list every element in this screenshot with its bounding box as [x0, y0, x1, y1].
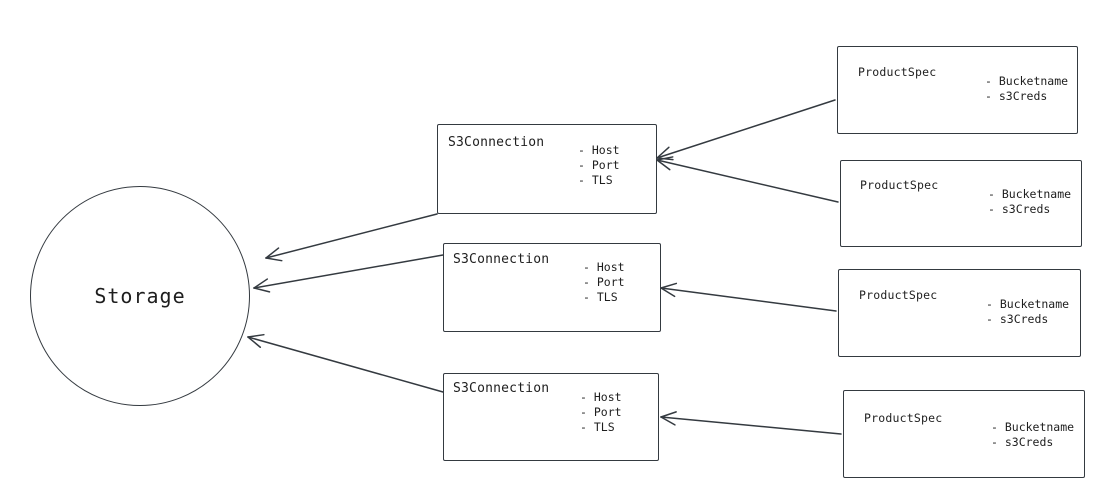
productspec-attrs-1: - Bucketname - s3Creds: [985, 74, 1068, 104]
s3connection-title-2: S3Connection: [453, 252, 550, 267]
s3connection-node-1[interactable]: [437, 124, 657, 214]
attr-host: - Host: [583, 260, 625, 274]
attr-tls: - TLS: [580, 420, 615, 434]
attr-host: - Host: [578, 143, 620, 157]
attr-port: - Port: [580, 405, 622, 419]
attr-s3creds: - s3Creds: [988, 202, 1051, 216]
arrow-spec3-to-conn2: [660, 282, 837, 312]
attr-bucketname: - Bucketname: [988, 187, 1072, 201]
attr-port: - Port: [578, 158, 620, 172]
attr-bucketname: - Bucketname: [985, 74, 1069, 88]
arrow-spec4-to-conn3: [660, 411, 842, 435]
attr-tls: - TLS: [578, 173, 613, 187]
s3connection-attrs-3: - Host - Port - TLS: [580, 390, 622, 435]
productspec-title-1: ProductSpec: [858, 65, 937, 79]
attr-bucketname: - Bucketname: [986, 297, 1070, 311]
productspec-title-4: ProductSpec: [864, 411, 943, 425]
s3connection-attrs-2: - Host - Port - TLS: [583, 260, 625, 305]
productspec-title-2: ProductSpec: [860, 178, 939, 192]
productspec-node-1[interactable]: [837, 46, 1078, 134]
productspec-node-2[interactable]: [840, 160, 1082, 247]
attr-bucketname: - Bucketname: [991, 420, 1075, 434]
productspec-node-3[interactable]: [838, 269, 1081, 357]
storage-label: Storage: [94, 284, 186, 308]
arrow-conn2-to-storage: [253, 254, 444, 293]
attr-tls: - TLS: [583, 290, 618, 304]
arrow-conn1-to-storage: [265, 213, 438, 262]
productspec-attrs-3: - Bucketname - s3Creds: [986, 297, 1069, 327]
arrow-spec2-to-conn1: [656, 156, 839, 203]
attr-host: - Host: [580, 390, 622, 404]
attr-port: - Port: [583, 275, 625, 289]
productspec-attrs-4: - Bucketname - s3Creds: [991, 420, 1074, 450]
productspec-node-4[interactable]: [843, 390, 1085, 478]
s3connection-attrs-1: - Host - Port - TLS: [578, 143, 620, 188]
s3connection-title-3: S3Connection: [453, 381, 550, 396]
s3connection-title-1: S3Connection: [448, 135, 545, 150]
productspec-title-3: ProductSpec: [859, 288, 938, 302]
attr-s3creds: - s3Creds: [991, 435, 1054, 449]
s3connection-node-3[interactable]: [443, 373, 659, 461]
attr-s3creds: - s3Creds: [986, 312, 1049, 326]
arrow-spec1-to-conn1: [656, 99, 836, 161]
storage-node[interactable]: Storage: [30, 186, 250, 406]
attr-s3creds: - s3Creds: [985, 89, 1048, 103]
productspec-attrs-2: - Bucketname - s3Creds: [988, 187, 1071, 217]
s3connection-node-2[interactable]: [443, 243, 661, 332]
arrow-conn3-to-storage: [247, 333, 444, 393]
